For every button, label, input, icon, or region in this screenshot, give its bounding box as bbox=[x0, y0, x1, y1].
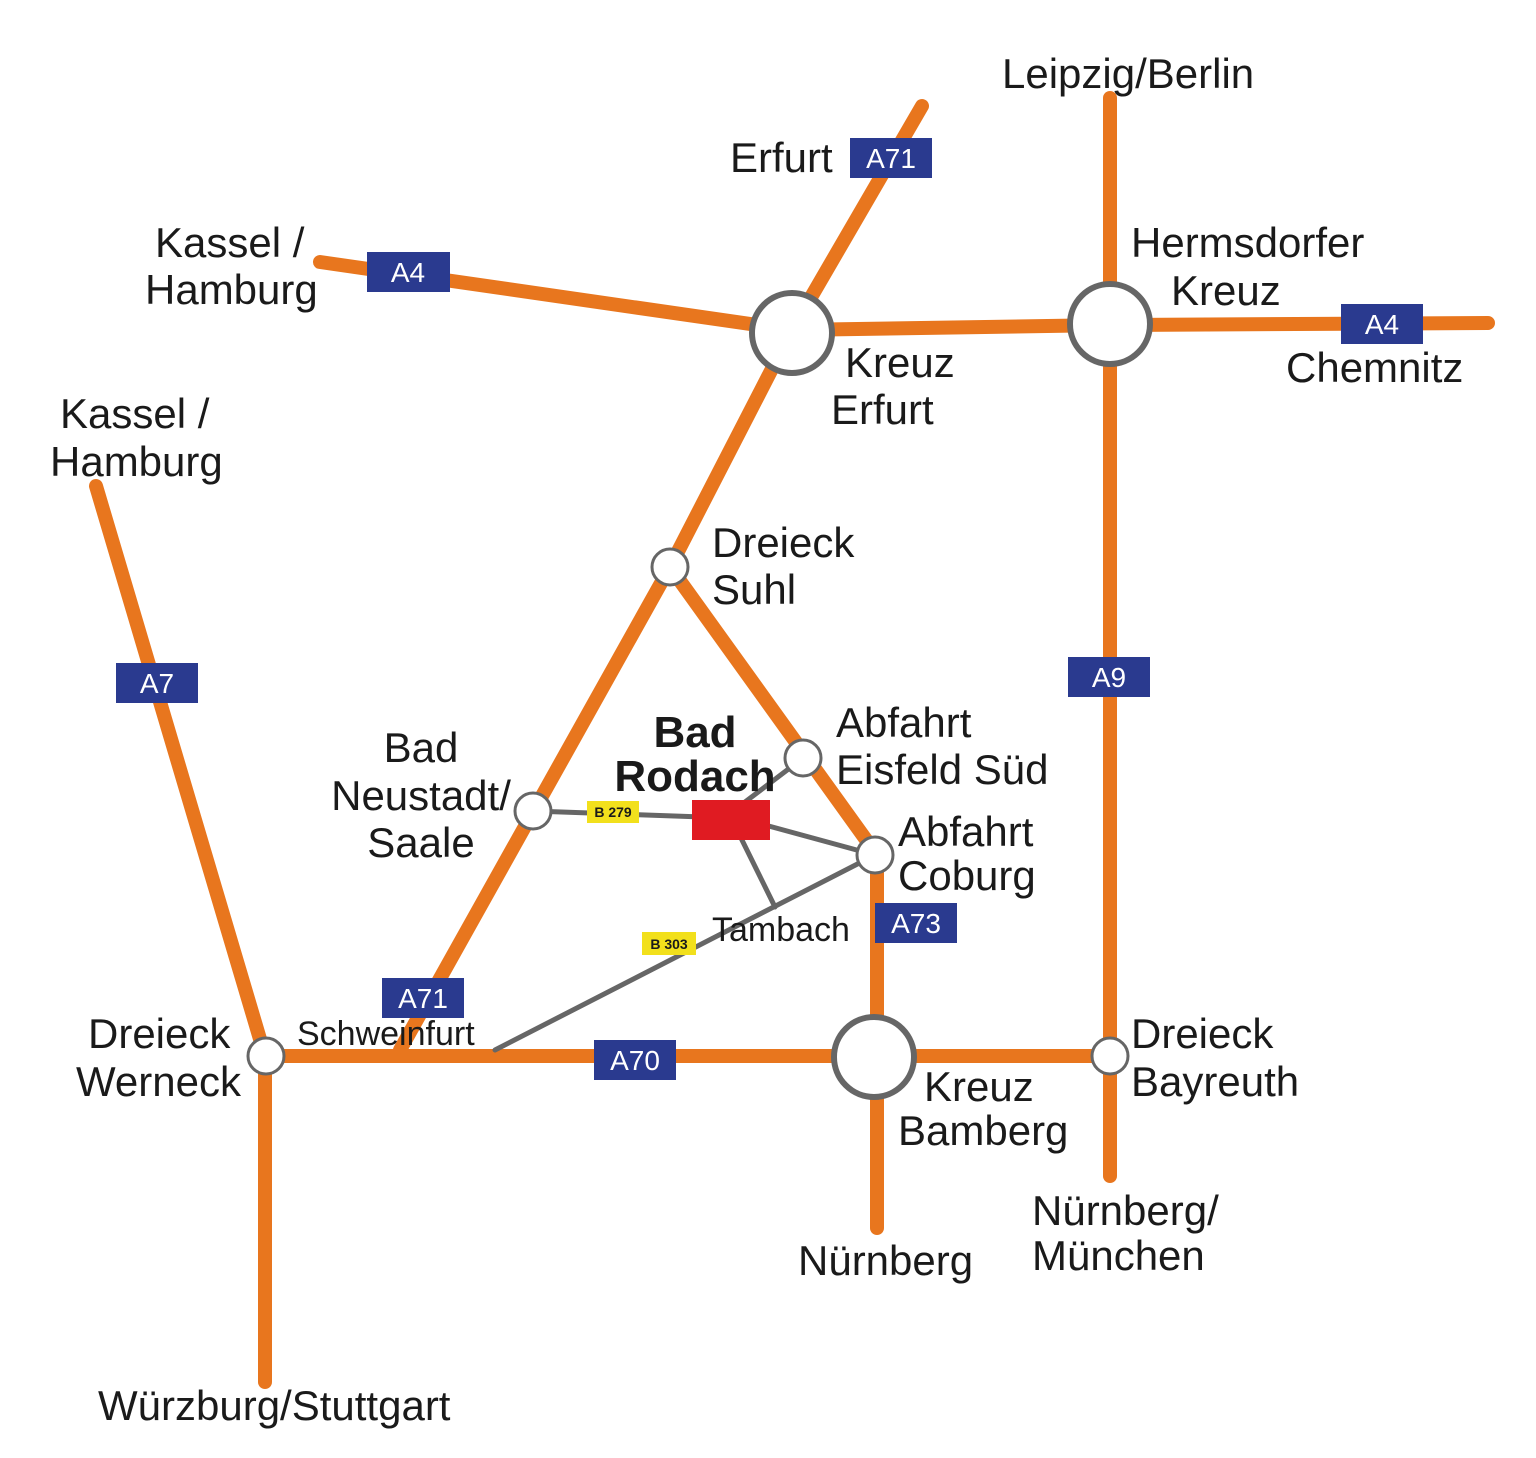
kassel-hamburg-1-line1: Kassel / bbox=[155, 219, 305, 266]
junctions bbox=[246, 281, 1153, 1100]
bad-rodach-line1: Bad bbox=[653, 708, 736, 757]
a9-shield-label: A9 bbox=[1092, 662, 1126, 693]
a71-south-shield-label: A71 bbox=[398, 983, 448, 1014]
dreieck-werneck-line1: Dreieck bbox=[88, 1010, 231, 1057]
dreieck-suhl-line2: Suhl bbox=[712, 566, 796, 613]
kreuz-bamberg-line1: Kreuz bbox=[924, 1063, 1034, 1110]
a70-shield: A70 bbox=[594, 1040, 676, 1080]
b303-shield: B 303 bbox=[642, 932, 696, 955]
a4-west-shield-label: A4 bbox=[391, 257, 425, 288]
abfahrt-coburg-line2: Coburg bbox=[898, 852, 1036, 899]
schweinfurt-label: Schweinfurt bbox=[297, 1015, 475, 1053]
road-rodach-tambach bbox=[737, 833, 778, 910]
a4-east-shield-label: A4 bbox=[1365, 309, 1399, 340]
bad-rodach-line2: Rodach bbox=[614, 752, 775, 801]
hermsdorfer-kreuz-junction bbox=[1067, 281, 1153, 367]
b303-shield-label: B 303 bbox=[650, 936, 688, 952]
a9-shield: A9 bbox=[1068, 657, 1150, 697]
a4-west-shield: A4 bbox=[367, 252, 450, 292]
nuernberg-label: Nürnberg bbox=[798, 1237, 973, 1284]
kreuz-erfurt-line2: Erfurt bbox=[831, 386, 934, 433]
nuernberg-muenchen-line2: München bbox=[1032, 1232, 1205, 1279]
kreuz-erfurt-junction bbox=[749, 290, 835, 376]
dreieck-bayreuth-junction bbox=[1090, 1036, 1130, 1076]
a71-north-shield-label: A71 bbox=[866, 143, 916, 174]
kassel-hamburg-2-line1: Kassel / bbox=[60, 390, 210, 437]
abfahrt-eisfeld-sued-line1: Abfahrt bbox=[836, 699, 972, 746]
dreieck-suhl-line1: Dreieck bbox=[712, 519, 855, 566]
dreieck-suhl-junction bbox=[650, 547, 690, 587]
abfahrt-coburg-junction bbox=[855, 835, 895, 875]
a73-shield: A73 bbox=[875, 903, 957, 943]
a4-east-road bbox=[1103, 316, 1495, 332]
abfahrt-coburg-line1: Abfahrt bbox=[898, 808, 1034, 855]
b279-shield-label: B 279 bbox=[594, 804, 632, 820]
motorway-shields: A71 A4 A4 A7 A9 A73 A71 A70 bbox=[116, 138, 1423, 1080]
abfahrt-eisfeld-sued-line2: Eisfeld Süd bbox=[836, 746, 1048, 793]
bad-neustadt-line1: Bad bbox=[384, 724, 459, 771]
bad-neustadt-line2: Neustadt/ bbox=[331, 772, 511, 819]
chemnitz-label: Chemnitz bbox=[1286, 344, 1463, 391]
a7-shield-label: A7 bbox=[140, 668, 174, 699]
dreieck-bayreuth-line2: Bayreuth bbox=[1131, 1058, 1299, 1105]
road-shields: B 279 B 303 bbox=[587, 801, 696, 955]
a70-shield-label: A70 bbox=[610, 1045, 660, 1076]
kreuz-bamberg-line2: Bamberg bbox=[898, 1107, 1068, 1154]
dreieck-werneck-line2: Werneck bbox=[76, 1058, 242, 1105]
a4-middle-road bbox=[785, 318, 1117, 337]
abfahrt-eisfeld-sued-junction bbox=[783, 738, 823, 778]
bad-rodach-marker bbox=[692, 800, 770, 840]
kreuz-bamberg-junction bbox=[831, 1014, 917, 1100]
a73-shield-label: A73 bbox=[891, 908, 941, 939]
a73-road bbox=[663, 560, 884, 862]
a4-east-shield: A4 bbox=[1341, 304, 1423, 344]
hermsdorfer-kreuz-line2: Kreuz bbox=[1171, 267, 1281, 314]
bad-neustadt-junction bbox=[513, 791, 553, 831]
a71-south-shield: A71 bbox=[382, 978, 464, 1018]
a7-road bbox=[89, 479, 272, 1063]
a71-north-shield: A71 bbox=[850, 138, 932, 178]
hermsdorfer-kreuz-line1: Hermsdorfer bbox=[1131, 219, 1364, 266]
dreieck-werneck-junction bbox=[246, 1036, 286, 1076]
place-labels: Leipzig/Berlin Erfurt Kassel / Hamburg K… bbox=[50, 50, 1463, 1429]
leipzig-berlin-label: Leipzig/Berlin bbox=[1002, 50, 1254, 97]
wuerzburg-stuttgart-label: Würzburg/Stuttgart bbox=[98, 1382, 451, 1429]
erfurt-label: Erfurt bbox=[730, 134, 833, 181]
regional-roads bbox=[492, 755, 878, 1053]
kreuz-erfurt-line1: Kreuz bbox=[845, 339, 955, 386]
dreieck-bayreuth-line1: Dreieck bbox=[1131, 1010, 1274, 1057]
a7-shield: A7 bbox=[116, 663, 198, 703]
nuernberg-muenchen-line1: Nürnberg/ bbox=[1032, 1187, 1219, 1234]
b279-shield: B 279 bbox=[587, 801, 639, 823]
bad-neustadt-line3: Saale bbox=[367, 819, 474, 866]
kassel-hamburg-2-line2: Hamburg bbox=[50, 438, 223, 485]
kassel-hamburg-1-line2: Hamburg bbox=[145, 266, 318, 313]
tambach-label: Tambach bbox=[712, 911, 850, 949]
